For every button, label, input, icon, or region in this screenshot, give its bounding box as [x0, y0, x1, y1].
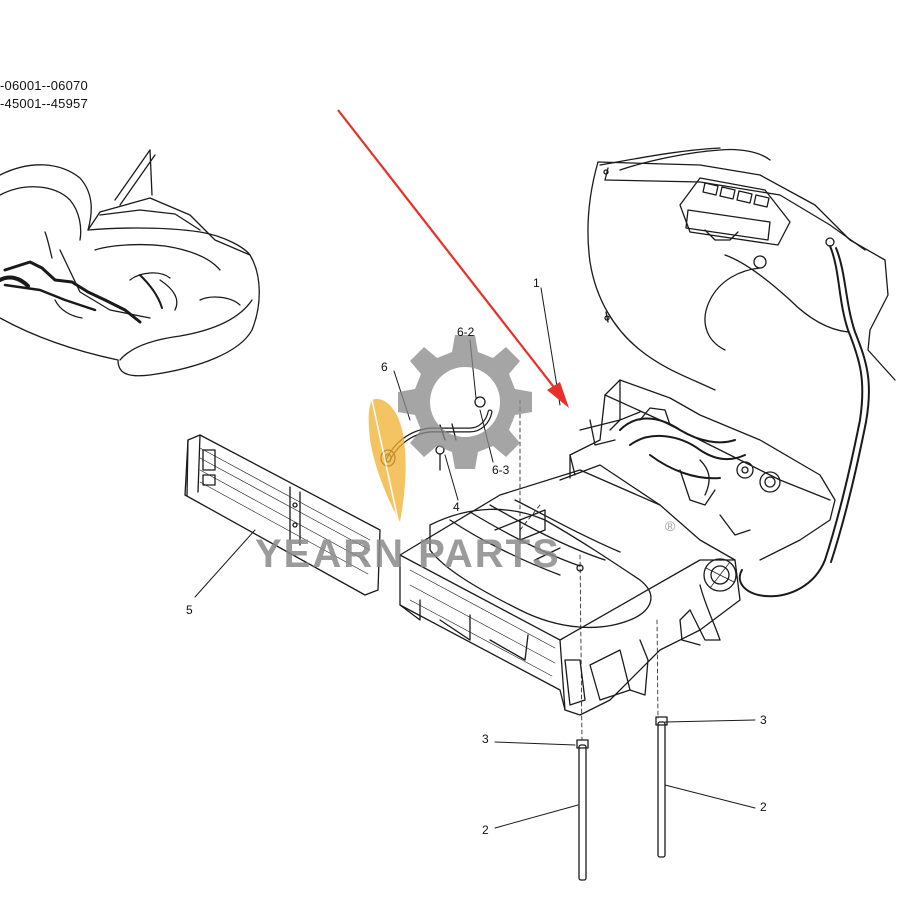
- callout-labels: 1 5 3 3 2 2 4 6 6-2 6-3: [186, 276, 767, 837]
- registered-mark: ®: [665, 518, 676, 534]
- serial-range-1: -06001--06070: [0, 78, 88, 93]
- callout-hose: 6: [381, 360, 388, 374]
- drain-pipe-left: [577, 740, 588, 880]
- callout-filter: 5: [186, 603, 193, 617]
- callout-cap-right: 3: [760, 713, 767, 727]
- callout-pipe-left: 2: [482, 823, 489, 837]
- callout-clamp-bottom: 6-3: [492, 463, 510, 477]
- watermark-text: YEARN PARTS: [255, 532, 561, 576]
- red-pointer-arrow: [338, 110, 569, 408]
- serial-range-2: -45001--45957: [0, 96, 88, 111]
- leaf-icon: [368, 399, 406, 522]
- gear-icon: [398, 335, 532, 469]
- drain-pipe-right: [656, 717, 667, 857]
- air-filter-5: [185, 435, 380, 595]
- air-conditioner-unit-1: [400, 380, 835, 740]
- callout-bolt: 4: [453, 500, 460, 514]
- callout-clamp-top: 6-2: [457, 325, 475, 339]
- leader-lines: [195, 288, 755, 828]
- operator-seat-inset: [0, 150, 259, 376]
- cab-rear-panel: [588, 148, 895, 596]
- callout-unit: 1: [533, 276, 540, 290]
- callout-pipe-right: 2: [760, 800, 767, 814]
- callout-cap-left: 3: [482, 732, 489, 746]
- watermark-logo: YEARN PARTS ®: [255, 335, 676, 576]
